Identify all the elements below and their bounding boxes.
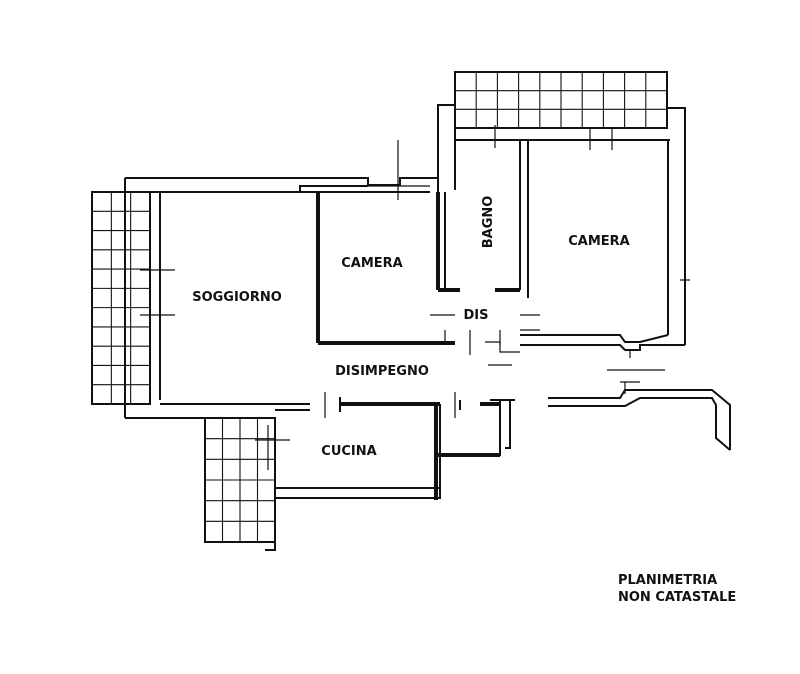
room-label-cucina: CUCINA bbox=[321, 444, 376, 459]
room-label-bagno: BAGNO bbox=[481, 196, 496, 249]
room-label-camera-right: CAMERA bbox=[568, 234, 630, 249]
balcony-top bbox=[454, 71, 668, 129]
room-label-disimpegno: DISIMPEGNO bbox=[335, 364, 429, 379]
balcony-left-tiles bbox=[92, 192, 150, 404]
note-line-1: PLANIMETRIA bbox=[618, 573, 717, 588]
room-label-camera-left: CAMERA bbox=[341, 256, 403, 271]
balcony-top-tiles bbox=[455, 72, 667, 128]
window-marks bbox=[140, 125, 690, 470]
room-label-soggiorno: SOGGIORNO bbox=[192, 290, 282, 305]
room-label-dis: DIS bbox=[464, 308, 489, 323]
balcony-bottom-tiles bbox=[205, 418, 275, 542]
outer-walls bbox=[124, 104, 731, 551]
inner-walls bbox=[316, 140, 540, 500]
balcony-bottom bbox=[204, 417, 276, 543]
note-line-2: NON CATASTALE bbox=[618, 590, 736, 605]
balcony-left bbox=[91, 191, 151, 405]
